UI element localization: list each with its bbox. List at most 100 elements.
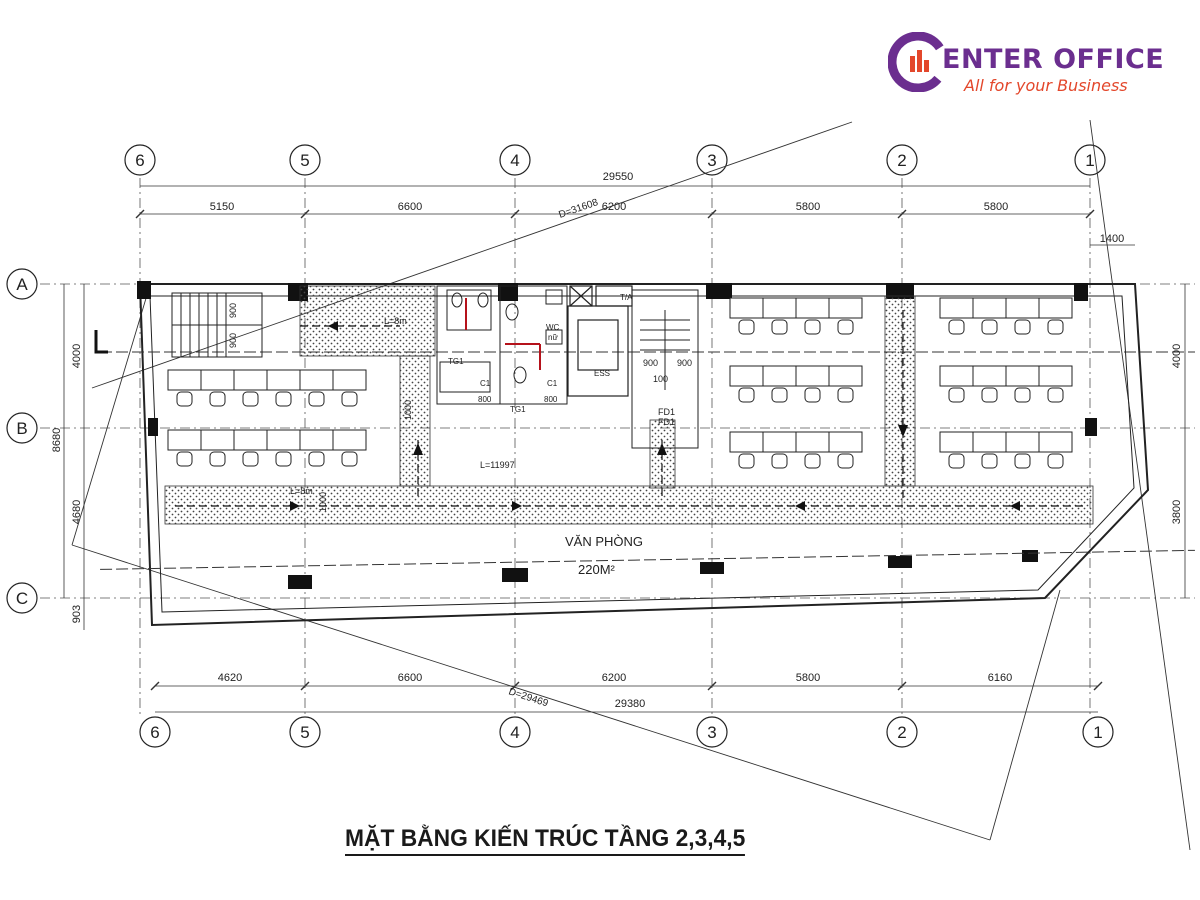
chair [1014, 319, 1031, 335]
door-800-b: 800 [544, 395, 558, 404]
brand-logo: ENTER OFFICE All for your Business [888, 32, 1164, 102]
chair [804, 387, 821, 403]
desk [939, 297, 974, 319]
chair [804, 453, 821, 469]
col-top-4: 4 [510, 151, 519, 170]
desk [1038, 431, 1073, 453]
door-800-a: 800 [478, 395, 492, 404]
chair [738, 319, 755, 335]
col-top-5: 5 [300, 151, 309, 170]
stair-core-900-b: 900 [677, 358, 692, 368]
office-furniture [167, 297, 1073, 469]
stair-left-900-b: 900 [228, 333, 238, 348]
stair-core-100: 100 [653, 374, 668, 384]
room-area-label: 220M² [578, 562, 616, 577]
chair [981, 387, 998, 403]
dim-bottom-span-5: 6160 [988, 672, 1012, 684]
wc-label: WC [546, 323, 560, 332]
dim-top-span-2: 6600 [398, 201, 422, 213]
chair [1014, 387, 1031, 403]
dim-top-extra: 1400 [1100, 233, 1124, 245]
chair [981, 319, 998, 335]
desk [167, 429, 202, 451]
desk [828, 365, 863, 387]
desk [972, 431, 1007, 453]
chair [242, 391, 259, 407]
drawing-caption: MẶT BẰNG KIẾN TRÚC TẦNG 2,3,4,5 [345, 825, 746, 856]
dim-top-span-4: 5800 [796, 201, 820, 213]
desk [200, 369, 235, 391]
desk [266, 369, 301, 391]
dim-left-span-3: 903 [71, 605, 83, 623]
wc-sub-label: nữ [548, 333, 558, 342]
desk [200, 429, 235, 451]
tag-c1-a: C1 [480, 379, 491, 388]
elevator-core [567, 285, 633, 397]
corridor-1000-2: 1000 [318, 492, 328, 512]
room-name-label: VĂN PHÒNG [565, 534, 643, 549]
chair [1014, 453, 1031, 469]
chair [738, 387, 755, 403]
chair [176, 451, 193, 467]
column-markers-top [124, 144, 1106, 176]
dim-top-total: 29550 [603, 171, 634, 183]
chair [176, 391, 193, 407]
desk [233, 369, 268, 391]
col-bottom-2: 2 [897, 723, 906, 742]
chair [209, 391, 226, 407]
dim-right-span-1: 4000 [1171, 344, 1183, 368]
chair [308, 391, 325, 407]
chair [771, 319, 788, 335]
desk [828, 297, 863, 319]
dim-left-span-1: 4000 [71, 344, 83, 368]
desk [729, 431, 764, 453]
row-a: A [16, 275, 28, 294]
chair [209, 451, 226, 467]
desk [828, 431, 863, 453]
desk [762, 431, 797, 453]
desk [299, 429, 334, 451]
dim-bottom-span-3: 6200 [602, 672, 626, 684]
brand-logo-tagline: All for your Business [964, 76, 1128, 95]
desk [762, 297, 797, 319]
dim-bottom-span-1: 4620 [218, 672, 242, 684]
tag-tg1-a: TG1 [448, 357, 464, 366]
col-bottom-4: 4 [510, 723, 519, 742]
chair [948, 319, 965, 335]
chair [771, 453, 788, 469]
desk [972, 297, 1007, 319]
desk [332, 369, 367, 391]
desk [233, 429, 268, 451]
chair [308, 451, 325, 467]
chair [275, 391, 292, 407]
chair [771, 387, 788, 403]
desk [1005, 431, 1040, 453]
chair [804, 319, 821, 335]
diagonal-lines [71, 119, 1191, 851]
stair-core-900-a: 900 [643, 358, 658, 368]
desk [167, 369, 202, 391]
chair [738, 453, 755, 469]
corridor-l8m-2: L=8m [290, 486, 313, 496]
chair [837, 453, 854, 469]
desk [795, 431, 830, 453]
chair [1047, 319, 1064, 335]
tag-c1-b: C1 [547, 379, 558, 388]
col-bottom-3: 3 [707, 723, 716, 742]
col-top-3: 3 [707, 151, 716, 170]
desk [939, 365, 974, 387]
desk [972, 365, 1007, 387]
desk [266, 429, 301, 451]
desk [729, 365, 764, 387]
corridor-zones [164, 285, 1094, 525]
desk [795, 365, 830, 387]
chair [837, 319, 854, 335]
desk [1038, 297, 1073, 319]
row-b: B [16, 419, 27, 438]
chair [948, 453, 965, 469]
tag-fd1-b: FD1 [658, 417, 675, 427]
col-bottom-1: 1 [1093, 723, 1102, 742]
brand-logo-mark-icon [888, 32, 948, 92]
col-top-1: 1 [1085, 151, 1094, 170]
